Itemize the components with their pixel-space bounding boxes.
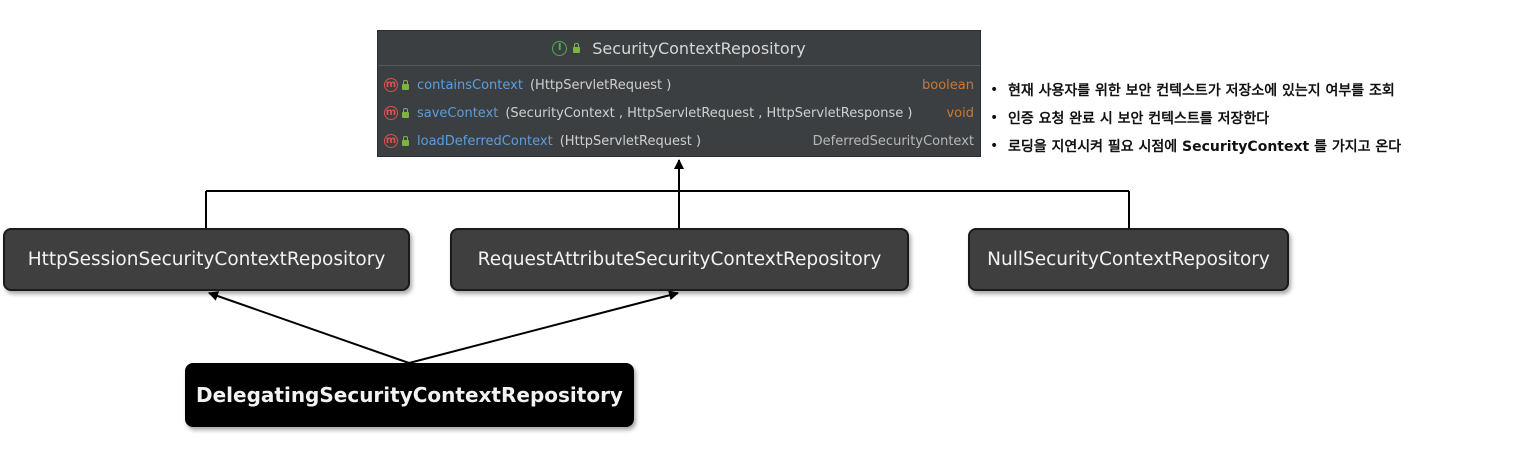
delegation-arrows xyxy=(208,290,679,364)
method-icon: m xyxy=(384,78,398,92)
class-name: RequestAttributeSecurityContextRepositor… xyxy=(477,249,882,270)
inheritance-connector xyxy=(205,159,1130,228)
note-item: • 인증 요청 완료 시 보안 컨텍스트를 저장한다 xyxy=(990,104,1401,132)
note-text: 인증 요청 완료 시 보안 컨텍스트를 저장한다 xyxy=(1008,111,1270,127)
bullet: • xyxy=(990,138,999,154)
method-icon: m xyxy=(384,134,398,148)
interface-header: I SecurityContextRepository xyxy=(378,31,980,66)
bullet: • xyxy=(990,110,999,126)
public-lock-icon xyxy=(402,79,409,90)
method-row: m saveContext (SecurityContext , HttpSer… xyxy=(378,99,980,127)
method-list: m containsContext (HttpServletRequest ) … xyxy=(378,66,980,155)
method-row: m containsContext (HttpServletRequest ) … xyxy=(378,71,980,99)
method-params: (HttpServletRequest ) xyxy=(559,133,702,149)
interface-panel: I SecurityContextRepository m containsCo… xyxy=(377,30,981,157)
interface-icon: I xyxy=(552,40,568,56)
class-name: HttpSessionSecurityContextRepository xyxy=(27,249,386,270)
class-name: DelegatingSecurityContextRepository xyxy=(196,383,623,407)
note-item: • 현재 사용자를 위한 보안 컨텍스트가 저장소에 있는지 여부를 조회 xyxy=(990,76,1401,104)
method-icon: m xyxy=(384,106,398,120)
method-row: m loadDeferredContext (HttpServletReques… xyxy=(378,127,980,155)
method-name: containsContext xyxy=(417,77,523,93)
method-name: loadDeferredContext xyxy=(417,133,553,149)
public-lock-icon xyxy=(402,107,409,118)
bullet: • xyxy=(990,82,999,98)
null-repository-box: NullSecurityContextRepository xyxy=(968,228,1289,291)
arrow-to-http-session xyxy=(208,291,410,364)
method-return-type: DeferredSecurityContext xyxy=(812,133,974,149)
note-item: • 로딩을 지연시켜 필요 시점에 SecurityContext 를 가지고 … xyxy=(990,132,1401,160)
class-name: NullSecurityContextRepository xyxy=(987,249,1270,270)
method-return-type: boolean xyxy=(922,77,974,93)
method-params: (HttpServletRequest ) xyxy=(529,77,672,93)
note-text: 로딩을 지연시켜 필요 시점에 SecurityContext 를 가지고 온다 xyxy=(1008,139,1402,155)
public-lock-icon xyxy=(573,42,581,53)
interface-name: SecurityContextRepository xyxy=(592,38,806,58)
method-name: saveContext xyxy=(417,105,499,121)
http-session-repository-box: HttpSessionSecurityContextRepository xyxy=(3,228,410,291)
arrow-to-request-attribute xyxy=(408,290,679,364)
delegating-repository-box: DelegatingSecurityContextRepository xyxy=(185,363,634,427)
method-notes: • 현재 사용자를 위한 보안 컨텍스트가 저장소에 있는지 여부를 조회 • … xyxy=(990,76,1401,160)
request-attribute-repository-box: RequestAttributeSecurityContextRepositor… xyxy=(450,228,909,291)
public-lock-icon xyxy=(402,135,409,146)
note-text: 현재 사용자를 위한 보안 컨텍스트가 저장소에 있는지 여부를 조회 xyxy=(1008,83,1395,99)
method-params: (SecurityContext , HttpServletRequest , … xyxy=(505,105,913,121)
method-return-type: void xyxy=(946,105,974,121)
